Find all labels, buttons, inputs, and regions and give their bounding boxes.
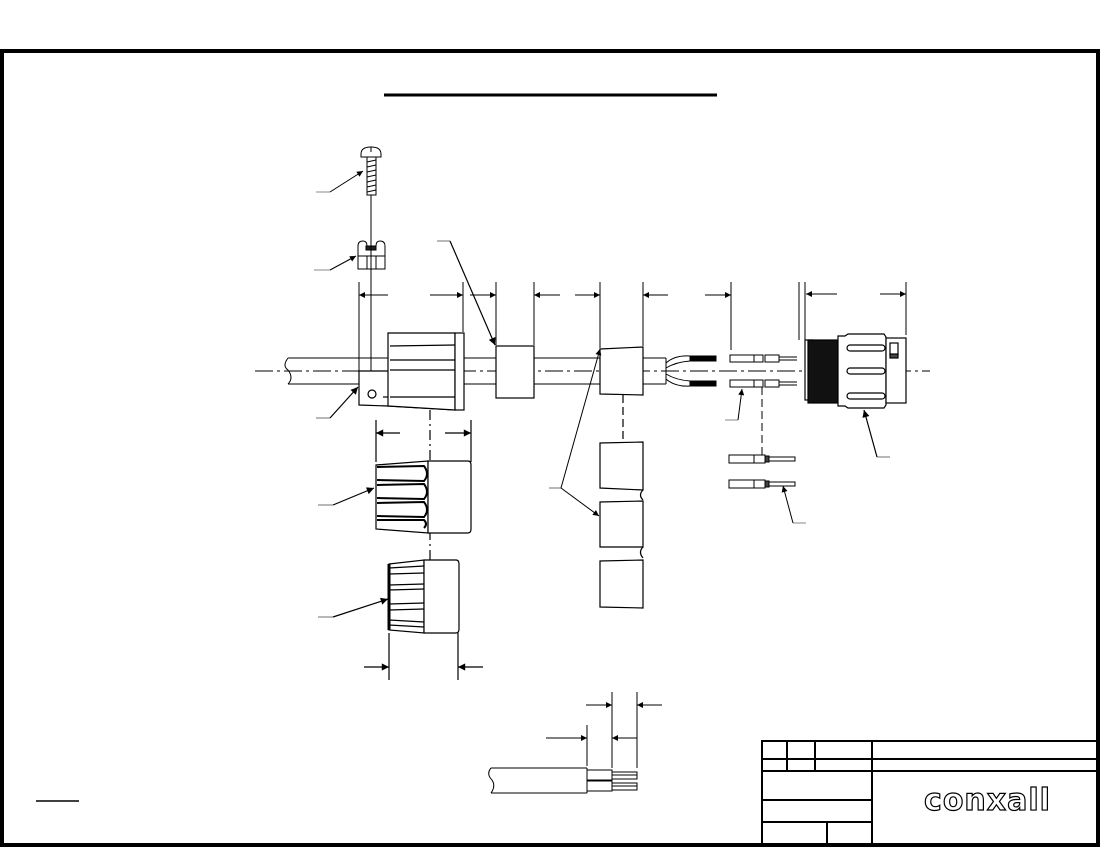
title-block	[761, 740, 1099, 846]
brand-logo: conxall	[905, 780, 1070, 820]
sheet-border	[0, 49, 1100, 847]
crimp-contacts-male-icon	[728, 454, 806, 524]
screw-icon	[316, 146, 382, 240]
cable-stripping-detail-icon	[488, 692, 662, 794]
compression-insert-icon	[599, 346, 644, 440]
sealing-grommet-icon	[437, 240, 535, 399]
cable-gland-body-icon	[316, 332, 465, 419]
compression-inserts-stack-icon	[549, 348, 644, 609]
cap-nut-long-icon	[318, 559, 483, 680]
dimension-lines-top	[358, 282, 907, 371]
connector-housing-icon	[804, 333, 907, 458]
brand-name: conxall	[923, 782, 1051, 818]
cable-clamp-icon	[314, 240, 386, 380]
cable-wires	[665, 355, 717, 387]
crimp-contacts-female-icon	[725, 354, 797, 455]
cable	[284, 357, 667, 385]
cap-nut-short-icon	[318, 410, 472, 560]
